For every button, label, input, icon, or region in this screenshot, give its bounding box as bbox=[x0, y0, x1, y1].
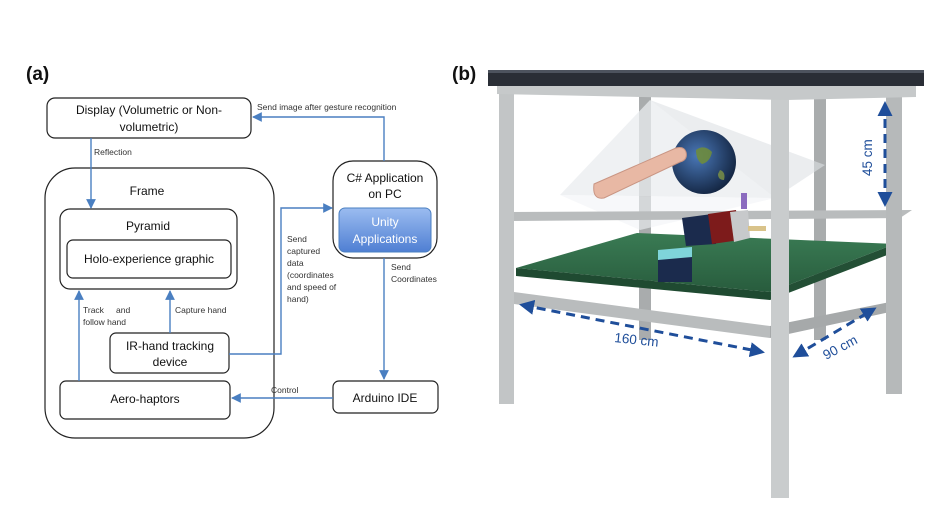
ir-device-line2: device bbox=[153, 355, 188, 369]
send-captured-line: hand) bbox=[287, 294, 309, 304]
track-label-line: and bbox=[116, 305, 130, 315]
send-coordinates-line: Coordinates bbox=[391, 274, 437, 284]
unity-box bbox=[338, 207, 432, 253]
ir-device-line1: IR-hand tracking bbox=[126, 339, 214, 353]
ir-device-model bbox=[658, 253, 692, 282]
length-dimension-label: 160 cm bbox=[614, 330, 660, 350]
height-dimension-label: 45 cm bbox=[860, 139, 875, 176]
aero-haptors-label: Aero-haptors bbox=[110, 392, 179, 406]
aero-haptor-pipe bbox=[748, 226, 766, 231]
arduino-label: Arduino IDE bbox=[353, 391, 418, 405]
csharp-line2: on PC bbox=[368, 187, 402, 201]
track-label-line: follow hand bbox=[83, 317, 126, 327]
continent-shape bbox=[696, 147, 712, 164]
frame-title: Frame bbox=[130, 184, 165, 198]
width-dimension-arrow bbox=[792, 307, 877, 358]
continent-shape bbox=[718, 170, 725, 180]
display-box bbox=[46, 97, 252, 139]
send-captured-arrow bbox=[229, 203, 333, 355]
ir-device-top bbox=[658, 247, 692, 260]
send-captured-line: captured bbox=[287, 246, 320, 256]
aero-haptor-grey bbox=[730, 210, 750, 242]
send-image-label: Send image after gesture recognition bbox=[257, 102, 397, 112]
holo-graphic-box bbox=[66, 239, 232, 279]
length-dimension-arrow bbox=[519, 299, 765, 358]
aero-haptor-nozzle bbox=[741, 193, 747, 209]
unity-line2: Applications bbox=[353, 232, 418, 246]
top-slab bbox=[488, 72, 924, 86]
green-board-edge bbox=[516, 268, 770, 300]
holo-graphic-label: Holo-experience graphic bbox=[84, 252, 214, 266]
send-captured-line: data bbox=[287, 258, 304, 268]
aero-haptor-model bbox=[682, 214, 716, 246]
front-center-post bbox=[771, 98, 789, 498]
reflection-label: Reflection bbox=[94, 147, 132, 157]
track-label-line: Track bbox=[83, 305, 105, 315]
pyramid-title: Pyramid bbox=[126, 219, 170, 233]
send-coordinates-line: Send bbox=[391, 262, 411, 272]
arduino-box bbox=[332, 380, 439, 414]
csharp-line1: C# Application bbox=[347, 171, 424, 185]
front-right-post bbox=[886, 95, 902, 394]
control-label: Control bbox=[271, 385, 299, 395]
panel-b-label: (b) bbox=[452, 64, 477, 85]
send-captured-line: (coordinates bbox=[287, 270, 334, 280]
send-image-arrow bbox=[252, 112, 385, 161]
flow-diagram: Display (Volumetric or Non- volumetric) … bbox=[44, 97, 439, 439]
send-captured-line: and speed of bbox=[287, 282, 337, 292]
top-slab-highlight bbox=[488, 70, 924, 73]
display-line2: volumetric) bbox=[120, 120, 179, 134]
send-captured-line: Send bbox=[287, 234, 307, 244]
aero-haptors-box bbox=[59, 380, 231, 420]
display-line1: Display (Volumetric or Non- bbox=[76, 103, 222, 117]
green-board bbox=[516, 233, 895, 292]
green-board-edge-side bbox=[770, 244, 895, 300]
hologram-hand bbox=[593, 147, 687, 199]
front-left-post bbox=[499, 88, 514, 404]
table-rendering: 160 cm 90 cm 45 cm bbox=[488, 70, 924, 498]
capture-hand-label: Capture hand bbox=[175, 305, 227, 315]
panel-a-label: (a) bbox=[26, 64, 50, 85]
unity-line1: Unity bbox=[371, 215, 398, 229]
top-rail bbox=[497, 84, 916, 100]
